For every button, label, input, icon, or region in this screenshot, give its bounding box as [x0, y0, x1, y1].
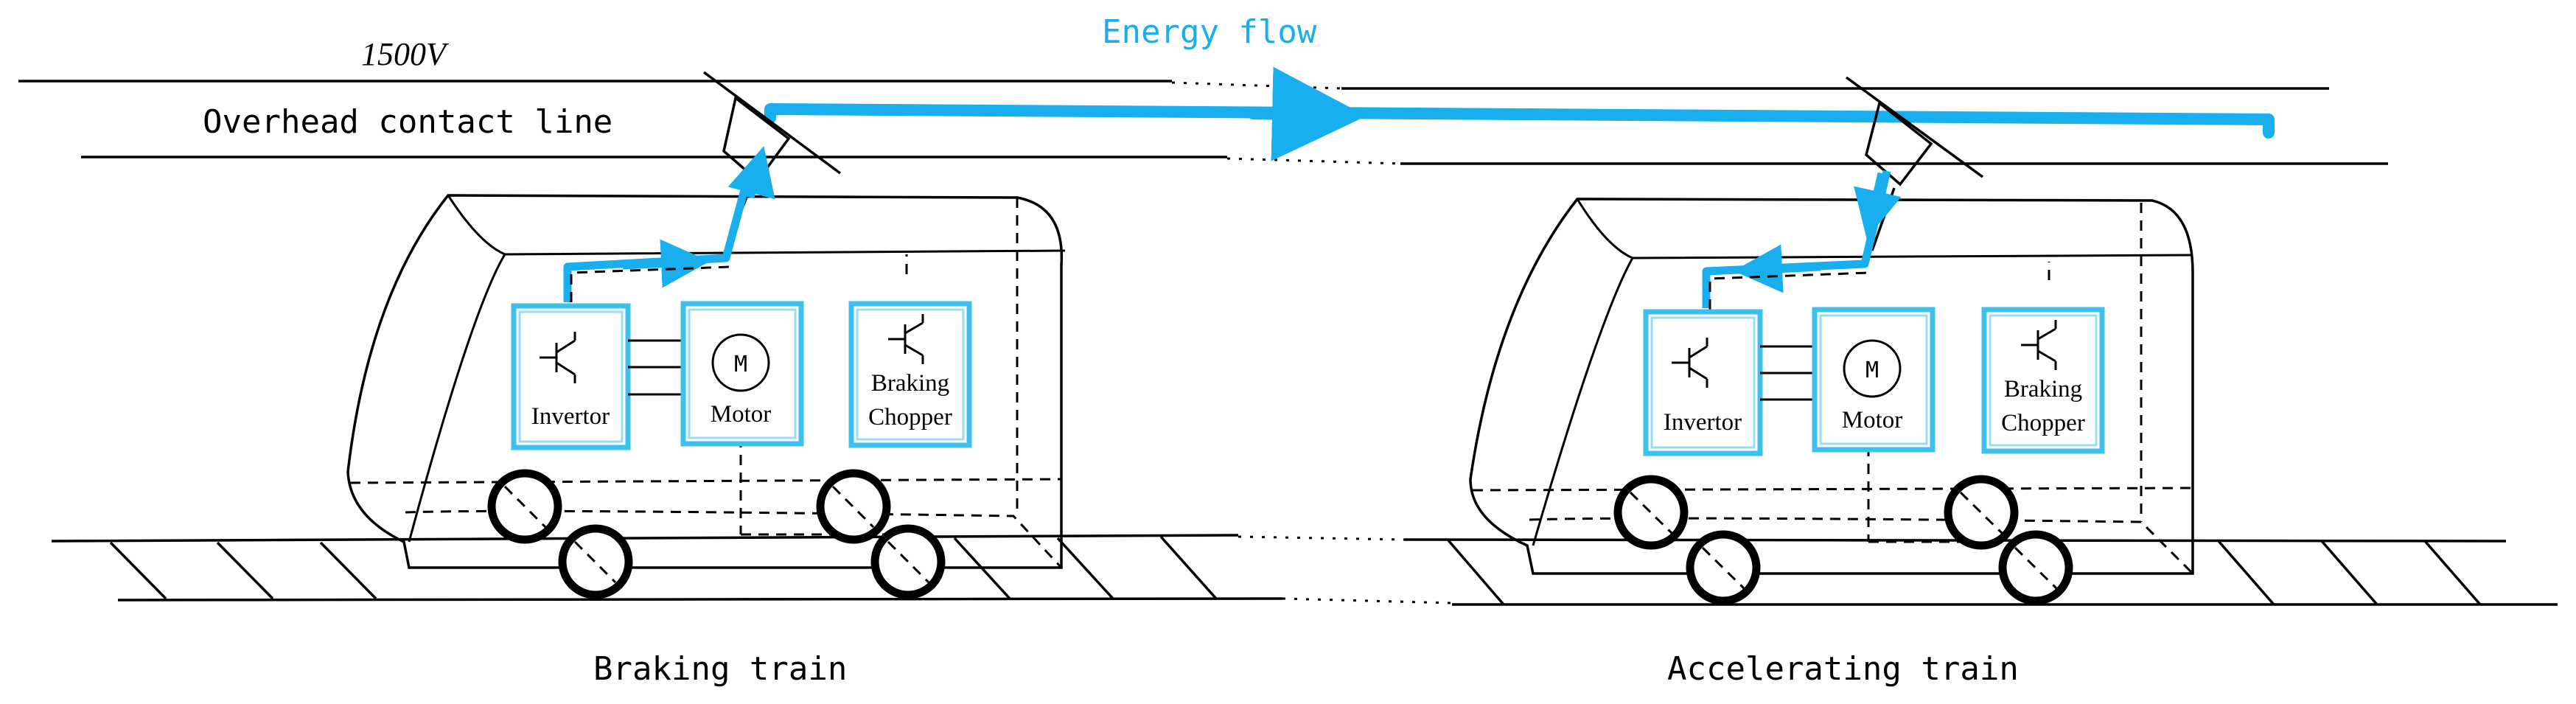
motor-label: Motor — [1842, 407, 1903, 433]
wheel — [816, 469, 891, 544]
braking-chopper-box: Braking Chopper — [848, 301, 972, 448]
rail-upper-right — [1403, 538, 2507, 543]
train-body — [1469, 198, 2194, 575]
rail-upper-left — [51, 534, 1239, 543]
motor-icon — [1843, 339, 1902, 398]
braking-train-caption: Braking train — [593, 650, 847, 688]
braking-train: Invertor M Motor — [346, 71, 1066, 599]
energy-flow-line — [764, 103, 2275, 139]
wheel — [1998, 530, 2073, 605]
train-flow-arrow-down — [1854, 172, 1902, 240]
transistor-icon — [888, 314, 924, 364]
three-phase-lines — [1760, 345, 1815, 401]
energy-flow-label: Energy flow — [1102, 13, 1317, 51]
inverter-box: Invertor — [1643, 309, 1763, 456]
train-flow-arrow-right — [622, 239, 710, 288]
inverter-box: Invertor — [511, 303, 631, 450]
train-flow-arrow-up — [727, 146, 775, 200]
motor-symbol: M — [734, 352, 747, 377]
contact-line-lower-gap — [1226, 157, 1401, 165]
wheels — [1613, 475, 2073, 605]
motor-box: M Motor — [1812, 307, 1936, 453]
rail-upper-gap — [1238, 535, 1405, 541]
contact-line-label: Overhead contact line — [203, 103, 612, 141]
rail-lower-left — [117, 597, 1283, 602]
train-body — [346, 194, 1066, 569]
train-flow-path — [1702, 170, 1891, 308]
wheel — [870, 524, 946, 599]
wheels — [487, 469, 946, 599]
chopper-label-line1: Braking — [2004, 376, 2082, 402]
braking-chopper-box: Braking Chopper — [1981, 307, 2105, 454]
energy-flow-path — [764, 66, 2275, 161]
accelerating-train-caption: Accelerating train — [1667, 650, 2019, 688]
wheel — [1944, 475, 2019, 550]
energy-flow-arrow — [1247, 66, 1366, 161]
wheel — [487, 469, 562, 544]
inverter-label: Invertor — [1664, 409, 1742, 436]
train-flow-arrow-left — [1734, 244, 1821, 293]
rail-lower-gap — [1282, 597, 1453, 604]
motor-symbol: M — [1865, 358, 1879, 383]
motor-box: M Motor — [680, 301, 804, 447]
wheel — [1686, 530, 1761, 605]
transistor-icon — [2021, 320, 2057, 370]
inverter-label: Invertor — [531, 403, 610, 430]
wheel — [558, 524, 633, 599]
transistor-icon — [1672, 338, 1708, 388]
chopper-label-line2: Chopper — [868, 404, 952, 431]
voltage-label: 1500V — [361, 36, 450, 72]
transistor-icon — [540, 332, 576, 383]
motor-icon — [711, 333, 770, 392]
wheel — [1613, 475, 1689, 550]
train-flow-path — [563, 167, 755, 302]
motor-label: Motor — [711, 401, 772, 428]
rails — [51, 534, 2558, 606]
accelerating-train: Invertor M Motor Braking — [1469, 76, 2194, 605]
chopper-label-line1: Braking — [871, 370, 949, 397]
overhead-contact-lines — [18, 80, 2388, 165]
rail-sleepers-right — [1447, 539, 2482, 606]
contact-line-upper-gap — [1171, 81, 1342, 90]
chopper-label-line2: Chopper — [2001, 410, 2085, 436]
three-phase-lines — [628, 339, 683, 396]
